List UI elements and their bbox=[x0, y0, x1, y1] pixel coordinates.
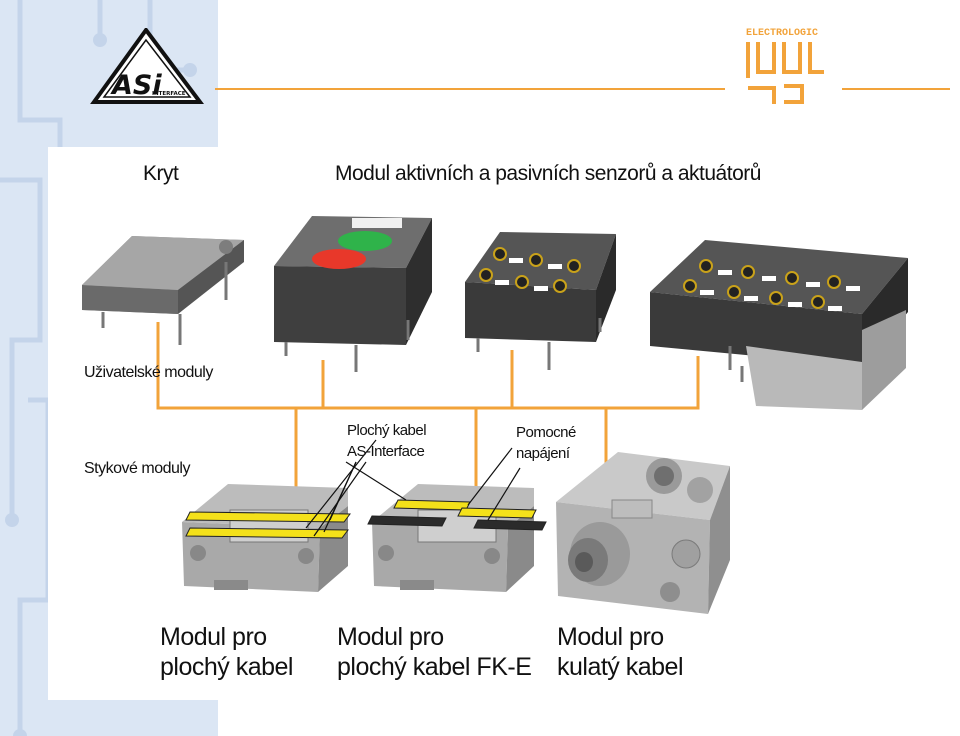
header-rule bbox=[842, 88, 950, 90]
caption-line: kulatý kabel bbox=[557, 653, 684, 681]
green-button bbox=[338, 231, 392, 251]
caption-round-cable: Modul pro kulatý kabel bbox=[557, 622, 684, 682]
asi-logo-subtext: INTERFACE bbox=[152, 91, 186, 97]
coupling-module-flat-cable-fke bbox=[367, 484, 547, 592]
asi-logo: ASi INTERFACE bbox=[90, 28, 204, 104]
label-flat-cable-line1: Plochý kabel bbox=[347, 422, 427, 439]
io-module-large bbox=[650, 240, 908, 410]
red-button bbox=[312, 249, 366, 269]
caption-line: plochý kabel FK-E bbox=[337, 653, 532, 681]
label-sensor-actuator-module: Modul aktivních a pasivních senzorů a ak… bbox=[335, 162, 761, 185]
pushbutton-module bbox=[274, 216, 432, 372]
io-module-small bbox=[465, 232, 616, 370]
header-rule bbox=[215, 88, 725, 90]
electrologic-logo-text: ELECTROLOGIC bbox=[746, 28, 818, 39]
asi-logo-text: ASi bbox=[110, 70, 162, 101]
label-user-modules: Uživatelské moduly bbox=[84, 364, 213, 381]
electrologic-logo: ELECTROLOGIC bbox=[746, 28, 824, 104]
cover-module bbox=[82, 236, 244, 345]
label-flat-cable-line2: AS-Interface bbox=[347, 443, 425, 460]
connection-lines bbox=[156, 322, 700, 500]
caption-flat-cable: Modul pro plochý kabel bbox=[160, 622, 293, 682]
caption-flat-cable-fke: Modul pro plochý kabel FK-E bbox=[337, 622, 532, 682]
caption-line: plochý kabel bbox=[160, 653, 293, 681]
label-aux-power-line2: napájení bbox=[516, 445, 570, 462]
label-kryt: Kryt bbox=[143, 162, 179, 185]
label-coupling-modules: Stykové moduly bbox=[84, 460, 190, 477]
coupling-module-round-cable bbox=[556, 452, 730, 614]
coupling-module-flat-cable bbox=[182, 484, 351, 592]
label-aux-power-line1: Pomocné bbox=[516, 424, 576, 441]
caption-line: Modul pro bbox=[557, 623, 664, 651]
caption-line: Modul pro bbox=[160, 623, 267, 651]
caption-line: Modul pro bbox=[337, 623, 444, 651]
